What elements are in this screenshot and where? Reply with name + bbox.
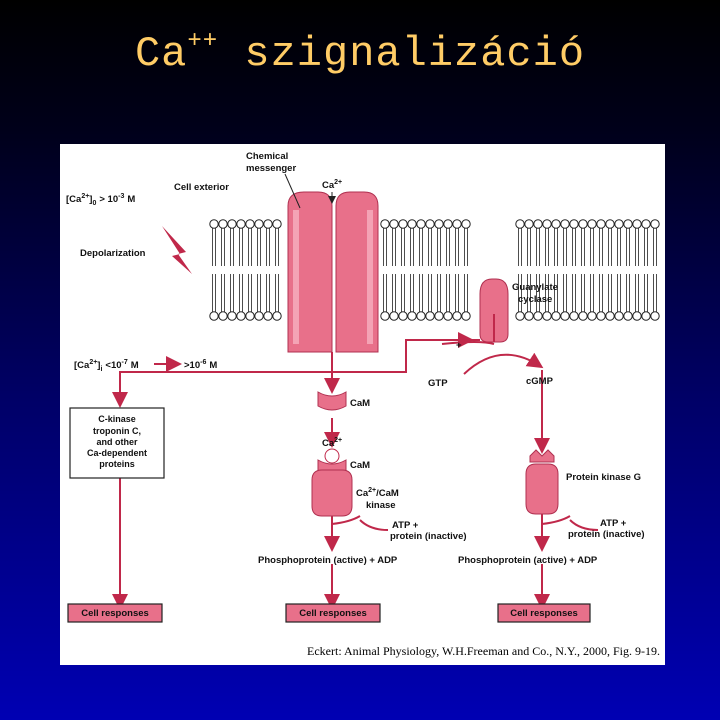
cell-exterior-label: Cell exterior [174,182,229,193]
depolarization-label: Depolarization [80,248,146,259]
kinase-box-line-2: troponin C, [93,426,141,436]
depolarization-bolt-icon [162,226,192,274]
cam-label-1: CaM [350,398,370,409]
atp-right-1: ATP + [600,518,627,529]
phospho-right: Phosphoprotein (active) + ADP [458,555,598,566]
phospho-mid: Phosphoprotein (active) + ADP [258,555,398,566]
plus-sign: + [456,340,462,351]
cell-responses-right: Cell responses [497,603,591,623]
protein-kinase-g-icon [525,463,559,515]
kinase-box-line-4: Ca-dependent [87,448,147,458]
svg-text:Cell responses: Cell responses [81,608,149,619]
cell-responses-left: Cell responses [67,603,163,623]
kinase-box-line-5: proteins [99,459,135,469]
slide-title: Ca++ szignalizáció [134,28,586,78]
chemical-messenger-label-2: messenger [246,163,296,174]
kinase-box-line-1: C-kinase [98,414,136,424]
calmodulin-icon [317,391,347,411]
guanylate-label-2: cyclase [518,294,552,305]
gtp-label: GTP [428,378,448,389]
svg-text:Cell responses: Cell responses [299,608,367,619]
chemical-messenger-label-1: Chemical [246,151,288,162]
calcium-signaling-diagram: Chemical messenger Cell exterior Ca2+ [C… [66,151,660,623]
cell-responses-middle: Cell responses [285,603,381,623]
atp-mid-2: protein (inactive) [390,531,467,542]
atp-right-2: protein (inactive) [568,529,645,540]
cam-label-2: CaM [350,460,370,471]
cgmp-label: cGMP [526,376,554,387]
figure-citation: Eckert: Animal Physiology, W.H.Freeman a… [307,644,660,658]
cam-kinase-icon [311,469,353,517]
pkg-label: Protein kinase G [566,472,641,483]
figure-panel: Chemical messenger Cell exterior Ca2+ [C… [60,144,665,665]
camk-label: Ca2+/CaM [356,487,399,499]
atp-mid-1: ATP + [392,520,419,531]
kinase-box-line-3: and other [96,437,137,447]
guanylate-cyclase [479,278,509,343]
cell-membrane [209,219,660,321]
kinase-box [69,407,165,479]
calcium-channel [287,191,379,353]
camk-label-2: kinase [366,500,396,511]
guanylate-label-1: Guanylate [512,282,558,293]
svg-text:Cell responses: Cell responses [510,608,578,619]
ca-top-label: Ca2+ [322,179,342,191]
cam-ca-label: Ca2+ [322,437,342,449]
